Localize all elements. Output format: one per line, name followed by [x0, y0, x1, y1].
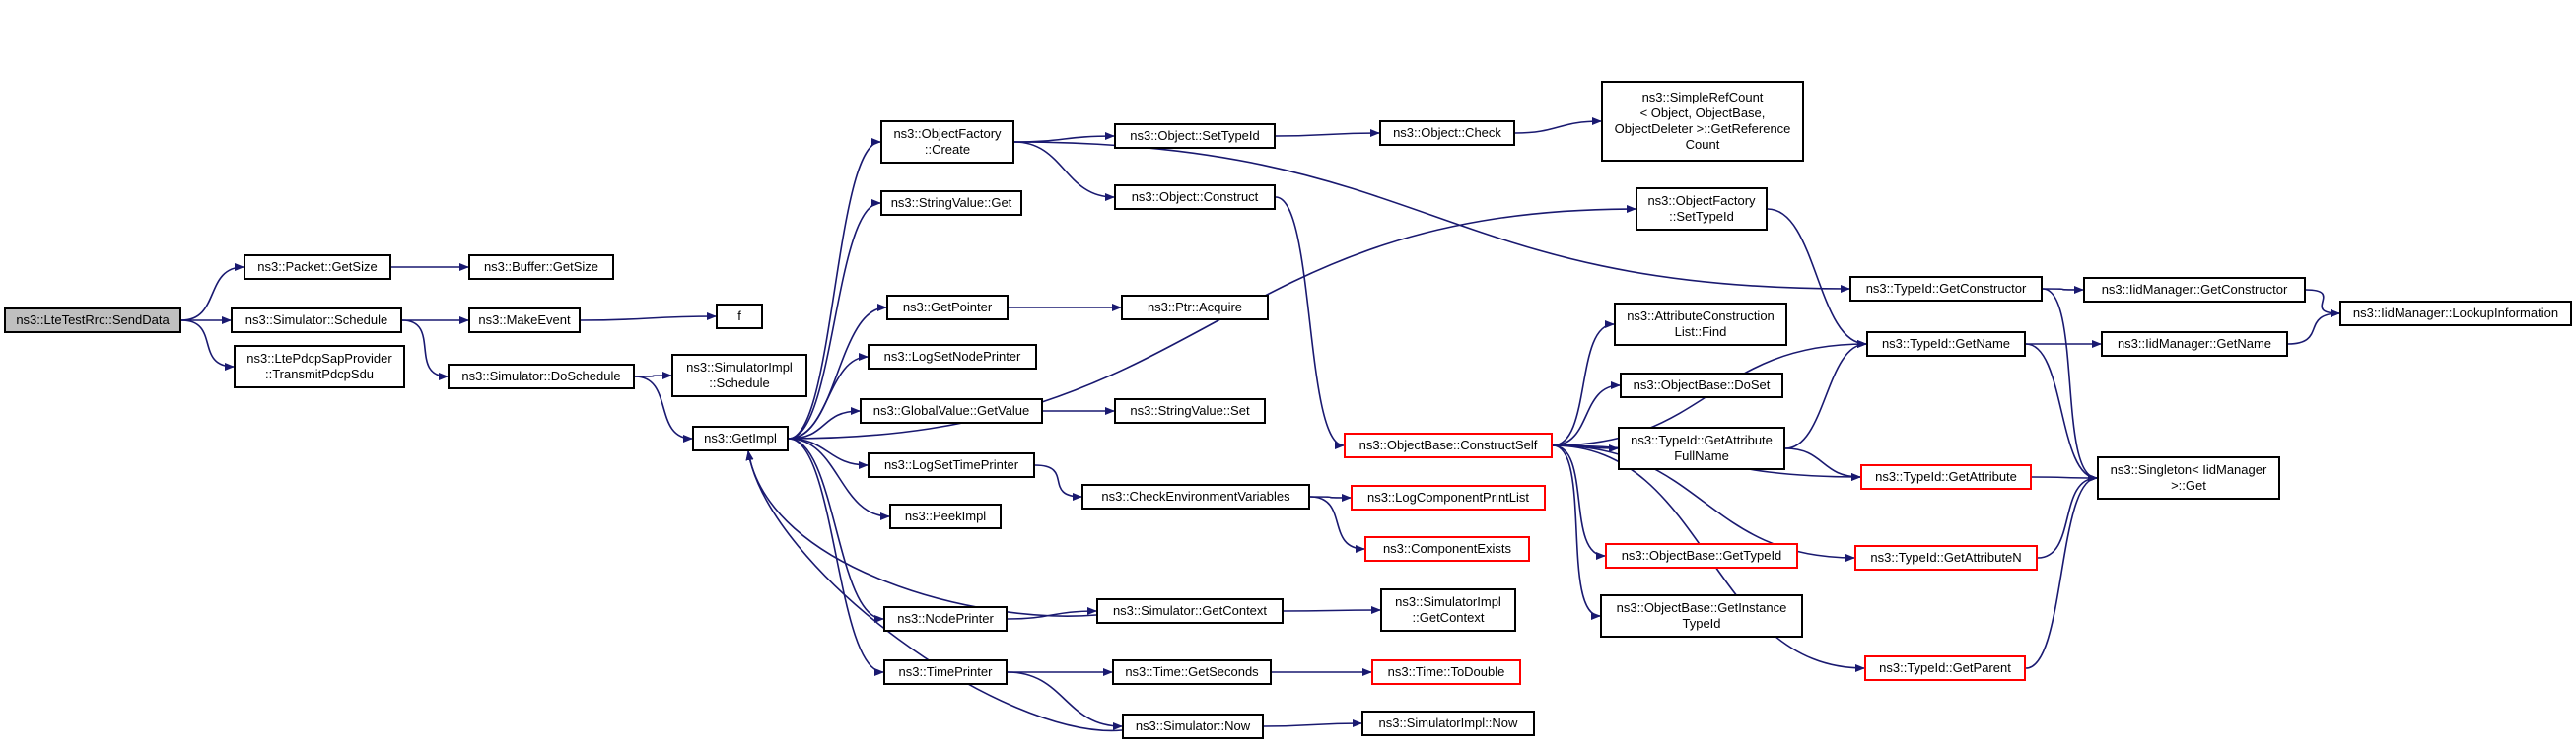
node-type-id-get-attribute-n[interactable]: ns3::TypeId::GetAttributeN: [1854, 545, 2038, 571]
node-object-base-get-instance-type-id[interactable]: ns3::ObjectBase::GetInstance TypeId: [1600, 594, 1803, 638]
edge-simNow-to-getImpl: [745, 450, 1123, 732]
node-simulator-impl-now[interactable]: ns3::SimulatorImpl::Now: [1361, 711, 1535, 736]
node-peek-impl[interactable]: ns3::PeekImpl: [889, 504, 1002, 529]
edge-tidGetAttr-to-singleton: [2031, 473, 2098, 482]
edge-logTime-to-checkEnv: [1034, 464, 1082, 501]
edge-tidGetName-to-singleton: [2025, 343, 2098, 482]
node-object-factory-create[interactable]: ns3::ObjectFactory ::Create: [880, 120, 1014, 164]
node-type-id-get-constructor[interactable]: ns3::TypeId::GetConstructor: [1849, 276, 2043, 302]
node-object-base-construct-self[interactable]: ns3::ObjectBase::ConstructSelf: [1344, 433, 1553, 458]
node-time-get-seconds[interactable]: ns3::Time::GetSeconds: [1112, 659, 1272, 685]
edge-getImpl-to-ofCreate: [788, 138, 881, 440]
node-string-value-set[interactable]: ns3::StringValue::Set: [1114, 398, 1266, 424]
edge-constructSelf-to-doSet: [1552, 381, 1621, 446]
node-object-base-do-set[interactable]: ns3::ObjectBase::DoSet: [1620, 373, 1783, 398]
edge-attrFullName-to-tidGetName: [1784, 340, 1867, 449]
node-type-id-get-attribute-full-name[interactable]: ns3::TypeId::GetAttribute FullName: [1618, 427, 1785, 470]
edge-timePrinter-to-simNow: [1007, 671, 1123, 730]
node-object-factory-set-type-id[interactable]: ns3::ObjectFactory ::SetTypeId: [1636, 187, 1768, 231]
node-object-construct[interactable]: ns3::Object::Construct: [1114, 184, 1276, 210]
node-get-pointer[interactable]: ns3::GetPointer: [886, 295, 1009, 320]
edge-getImpl-to-strGet: [788, 199, 881, 440]
edge-checkEnv-to-compExists: [1309, 496, 1365, 553]
edge-getContext-to-getImpl: [745, 450, 1097, 617]
edge-sendData-to-pktGetSize: [180, 263, 244, 321]
node-iid-manager-lookup-information[interactable]: ns3::IidManager::LookupInformation: [2339, 301, 2572, 326]
edge-constructSelf-to-obGetTypeId: [1552, 444, 1606, 560]
edge-constructSelf-to-obInstance: [1552, 444, 1601, 620]
node-object-base-get-type-id[interactable]: ns3::ObjectBase::GetTypeId: [1605, 543, 1798, 569]
node-get-impl[interactable]: ns3::GetImpl: [692, 426, 789, 451]
node-global-value-get-value[interactable]: ns3::GlobalValue::GetValue: [860, 398, 1043, 424]
edge-doSchedule-to-getImpl: [634, 376, 693, 443]
node-f[interactable]: f: [716, 304, 763, 329]
edge-ofCreate-to-tidGetCtor: [1013, 141, 1850, 293]
node-simulator-get-context[interactable]: ns3::Simulator::GetContext: [1096, 598, 1284, 624]
node-node-printer[interactable]: ns3::NodePrinter: [883, 606, 1008, 632]
edge-objCheck-to-simpleRef: [1514, 117, 1602, 134]
node-time-printer[interactable]: ns3::TimePrinter: [883, 659, 1008, 685]
edge-simSchedule-to-doSchedule: [401, 319, 449, 380]
node-make-event[interactable]: ns3::MakeEvent: [468, 307, 581, 333]
node-simulator-now[interactable]: ns3::Simulator::Now: [1122, 714, 1264, 739]
node-object-set-type-id[interactable]: ns3::Object::SetTypeId: [1114, 123, 1276, 149]
edge-getImpl-to-peekImpl: [788, 438, 890, 520]
node-simulator-do-schedule[interactable]: ns3::Simulator::DoSchedule: [448, 364, 635, 389]
node-ptr-acquire[interactable]: ns3::Ptr::Acquire: [1121, 295, 1269, 320]
edge-iidGetName-to-lookup: [2287, 309, 2340, 345]
node-log-set-node-printer[interactable]: ns3::LogSetNodePrinter: [868, 344, 1037, 370]
edge-iidGetCtor-to-lookup: [2305, 289, 2340, 317]
edge-constructSelf-to-acFind: [1552, 320, 1615, 446]
node-simulator-schedule[interactable]: ns3::Simulator::Schedule: [231, 307, 402, 333]
edge-ofCreate-to-setTypeId: [1013, 132, 1115, 143]
node-iid-manager-get-name[interactable]: ns3::IidManager::GetName: [2101, 331, 2288, 357]
node-log-component-print-list[interactable]: ns3::LogComponentPrintList: [1351, 485, 1546, 511]
node-type-id-get-parent[interactable]: ns3::TypeId::GetParent: [1864, 655, 2026, 681]
edge-makeEvent-to-f: [580, 312, 717, 321]
node-lte-test-rrc-send-data: ns3::LteTestRrc::SendData: [4, 307, 181, 333]
node-object-check[interactable]: ns3::Object::Check: [1379, 120, 1515, 146]
edge-sendData-to-transmit: [180, 319, 235, 371]
edge-checkEnv-to-logCompPrint: [1309, 493, 1352, 502]
node-lte-pdcp-sap-provider-transmit[interactable]: ns3::LtePdcpSapProvider ::TransmitPdcpSd…: [234, 345, 405, 388]
edge-tidGetAttrN-to-singleton: [2037, 474, 2098, 559]
node-attribute-construction-list-find[interactable]: ns3::AttributeConstruction List::Find: [1614, 303, 1787, 346]
edge-getImpl-to-logNode: [788, 353, 869, 440]
node-simulator-impl-schedule[interactable]: ns3::SimulatorImpl ::Schedule: [671, 354, 807, 397]
edge-getContext-to-implGetContext: [1283, 606, 1381, 615]
edge-ofSetTypeId-to-tidGetName: [1767, 208, 1867, 348]
edge-construct-to-constructSelf: [1275, 196, 1345, 449]
edge-tidGetParent-to-singleton: [2025, 474, 2098, 669]
node-check-environment-variables[interactable]: ns3::CheckEnvironmentVariables: [1081, 484, 1310, 510]
edge-nodePrinter-to-getContext: [1007, 607, 1097, 620]
node-simulator-impl-get-context[interactable]: ns3::SimulatorImpl ::GetContext: [1380, 588, 1516, 632]
node-time-to-double[interactable]: ns3::Time::ToDouble: [1371, 659, 1521, 685]
edge-attrFullName-to-tidGetAttr: [1784, 447, 1861, 481]
node-type-id-get-name[interactable]: ns3::TypeId::GetName: [1866, 331, 2026, 357]
node-string-value-get[interactable]: ns3::StringValue::Get: [880, 190, 1022, 216]
edge-simNow-to-implNow: [1263, 719, 1362, 728]
edge-setTypeId-to-objCheck: [1275, 129, 1380, 138]
edge-tidGetCtor-to-iidGetCtor: [2042, 285, 2084, 294]
node-simple-ref-count-get-reference-count[interactable]: ns3::SimpleRefCount < Object, ObjectBase…: [1601, 81, 1804, 162]
node-type-id-get-attribute[interactable]: ns3::TypeId::GetAttribute: [1860, 464, 2032, 490]
node-packet-get-size[interactable]: ns3::Packet::GetSize: [244, 254, 391, 280]
node-buffer-get-size[interactable]: ns3::Buffer::GetSize: [468, 254, 614, 280]
node-log-set-time-printer[interactable]: ns3::LogSetTimePrinter: [868, 452, 1035, 478]
edge-getImpl-to-timePrinter: [788, 438, 884, 676]
node-iid-manager-get-constructor[interactable]: ns3::IidManager::GetConstructor: [2083, 277, 2306, 303]
edge-getImpl-to-gvGet: [788, 407, 861, 440]
edge-getImpl-to-nodePrinter: [788, 438, 884, 623]
edge-tidGetCtor-to-singleton: [2042, 288, 2098, 482]
edge-constructSelf-to-tidGetAttrN: [1552, 444, 1855, 562]
node-singleton-iid-manager-get[interactable]: ns3::Singleton< IidManager >::Get: [2097, 456, 2280, 500]
node-component-exists[interactable]: ns3::ComponentExists: [1364, 536, 1530, 562]
edge-ofCreate-to-construct: [1013, 141, 1115, 201]
edge-getImpl-to-ofSetTypeId: [788, 205, 1636, 440]
